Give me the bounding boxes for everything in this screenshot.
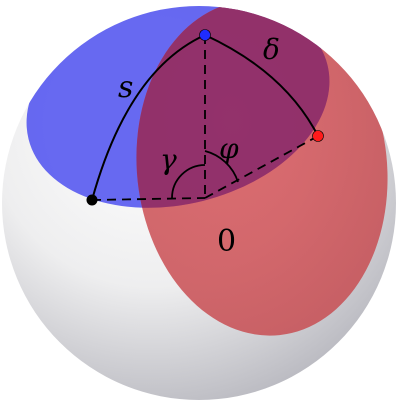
point-left (86, 194, 98, 206)
arc-delta (204, 34, 319, 137)
label-phi: φ (219, 132, 239, 165)
point-top (199, 29, 211, 41)
radius-left (91, 197, 206, 201)
label-delta: δ (263, 33, 280, 66)
angle-phi-arc (204, 150, 239, 183)
label-gamma: γ (160, 143, 177, 176)
label-origin: 0 (217, 224, 236, 259)
overlap-region (136, 6, 353, 239)
radius-right (204, 135, 319, 199)
arc-s (91, 34, 206, 201)
angle-gamma-arc (171, 164, 206, 199)
label-s: s (118, 70, 133, 105)
point-right (312, 130, 324, 142)
